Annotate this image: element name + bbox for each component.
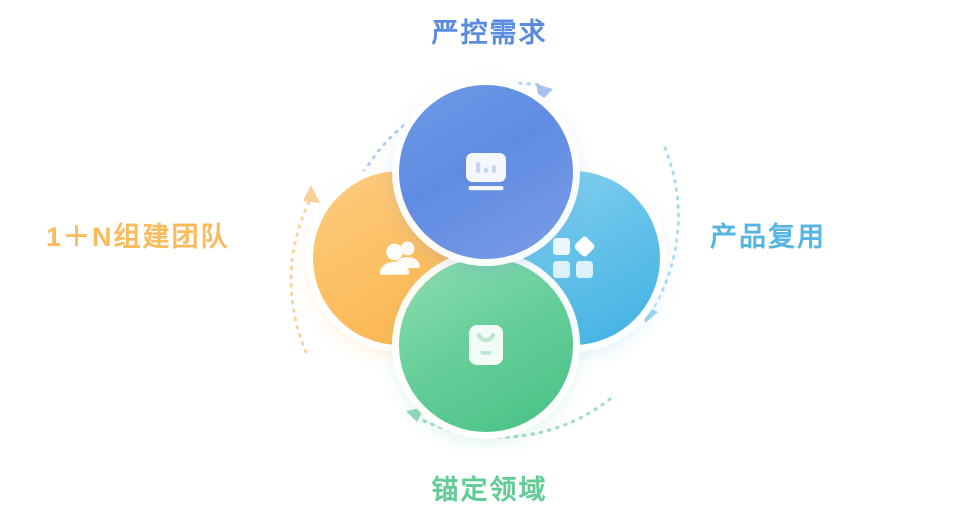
label-team: 1＋N组建团队: [46, 222, 230, 252]
label-domain: 锚定领域: [431, 475, 548, 505]
anchor-card-icon: [469, 325, 503, 365]
petal-demand-control[interactable]: [399, 85, 573, 259]
label-demand-control: 严控需求: [431, 18, 548, 48]
label-product-reuse: 产品复用: [710, 222, 826, 252]
team-users-icon: [380, 241, 420, 275]
grid-modules-icon: [553, 236, 595, 278]
monitor-chart-icon: [466, 153, 506, 191]
petal-domain[interactable]: [399, 258, 573, 432]
